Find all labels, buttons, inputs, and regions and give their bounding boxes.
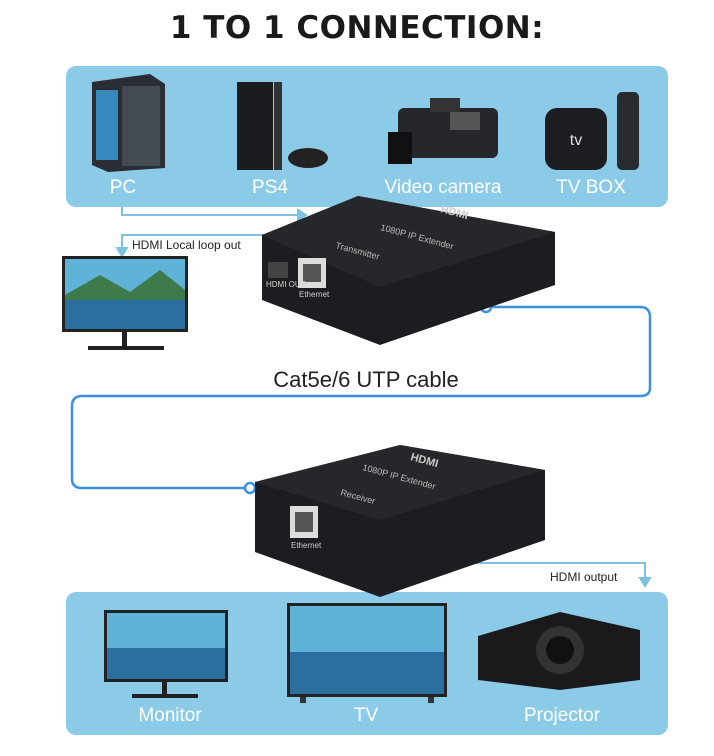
source-label-ps4: PS4	[252, 177, 288, 198]
monitor-icon	[104, 610, 228, 698]
utp-cable	[70, 300, 652, 495]
source-label-video-camera: Video camera	[384, 177, 502, 198]
tv-icon	[287, 603, 447, 703]
display-label-monitor: Monitor	[138, 705, 202, 726]
receiver-device: HDMI 1080P IP Extender Receiver	[255, 445, 545, 597]
tv-box-icon: tv	[545, 92, 639, 170]
display-label-projector: Projector	[523, 705, 601, 726]
page-title: 1 TO 1 CONNECTION:	[169, 10, 545, 46]
transmitter-port-hdmi-out-label: HDMI OUT	[266, 280, 306, 289]
transmitter-device: HDMI 1080P IP Extender Transmitter	[262, 196, 555, 345]
ps4-icon	[237, 82, 328, 170]
projector-icon	[478, 612, 640, 690]
video-camera-icon	[388, 98, 498, 164]
display-label-tv: TV	[353, 705, 379, 726]
loop-out-label: HDMI Local loop out	[132, 238, 241, 252]
input-arrow	[115, 207, 652, 588]
cable-label: Cat5e/6 UTP cable	[273, 367, 459, 392]
transmitter-port-ethernet-label: Ethernet	[299, 290, 330, 299]
receiver-port-ethernet-label: Ethernet	[291, 541, 322, 550]
hdmi-output-label: HDMI output	[550, 570, 618, 584]
pc-icon	[92, 74, 165, 172]
loop-monitor-icon	[62, 256, 188, 350]
source-label-pc: PC	[109, 177, 137, 198]
tv-box-logo: tv	[570, 132, 582, 149]
source-label-tv-box: TV BOX	[556, 177, 626, 198]
